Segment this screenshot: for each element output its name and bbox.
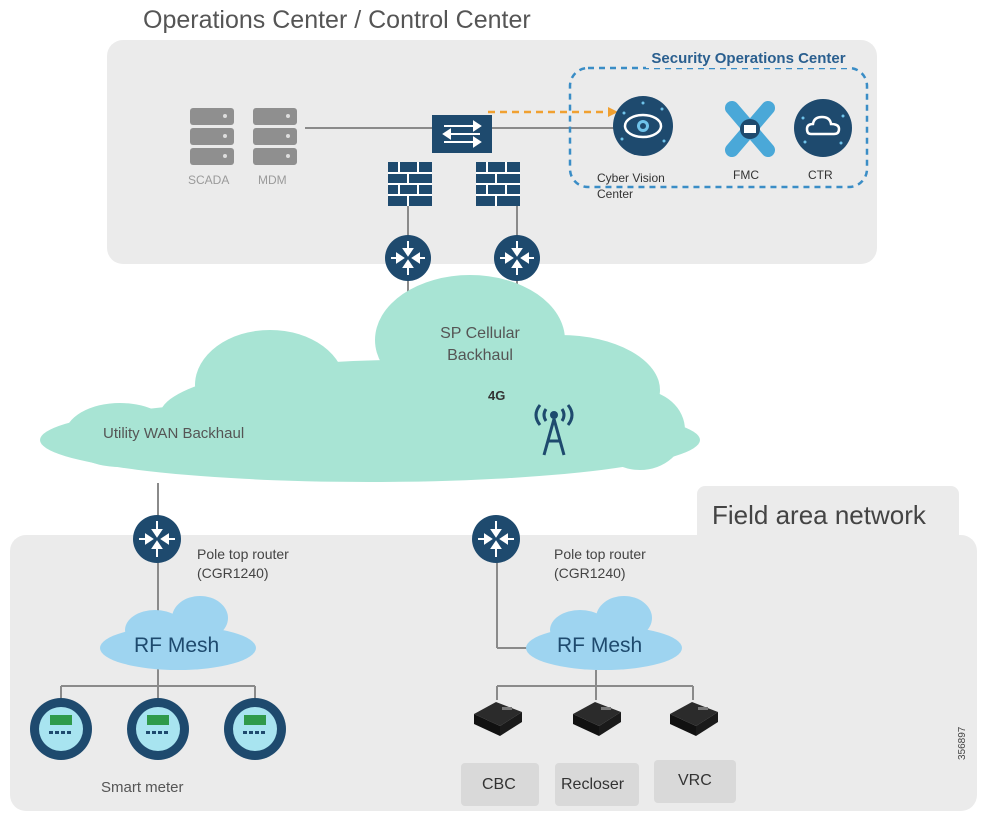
firewall-left-icon bbox=[388, 162, 432, 206]
cloud-icon bbox=[793, 98, 853, 158]
4g-badge: 4G bbox=[488, 388, 506, 403]
vrc-label: VRC bbox=[678, 772, 712, 789]
cbc-device-icon bbox=[468, 700, 526, 738]
wan-cloud bbox=[40, 275, 700, 482]
soc-title-text: Security Operations Center bbox=[651, 50, 846, 67]
vrc-label-box bbox=[654, 760, 736, 803]
fmc-icon bbox=[724, 100, 776, 158]
recloser-label-box bbox=[555, 763, 639, 806]
cellular-backhaul-label: SP Cellular Backhaul bbox=[430, 323, 530, 367]
smart-meter-1-icon bbox=[26, 697, 96, 761]
smart-meter-3-icon bbox=[220, 697, 290, 761]
mdm-label: MDM bbox=[258, 173, 287, 187]
pole-router-right-label: Pole top router (CGR1240) bbox=[554, 545, 694, 583]
utility-wan-label: Utility WAN Backhaul bbox=[103, 425, 245, 442]
router-ops-right-icon bbox=[494, 235, 540, 281]
router-ops-left-icon bbox=[385, 235, 431, 281]
pole-router-right-text: Pole top router (CGR1240) bbox=[554, 546, 646, 581]
scada-label: SCADA bbox=[188, 173, 230, 187]
ops-center-title: Operations Center / Control Center bbox=[143, 6, 531, 34]
firewall-right-icon bbox=[476, 162, 520, 206]
vrc-device-icon bbox=[664, 700, 722, 738]
pole-router-right-icon bbox=[472, 515, 520, 563]
pole-router-left-label: Pole top router (CGR1240) bbox=[197, 545, 337, 583]
field-area-title: Field area network bbox=[712, 500, 926, 530]
fmc-label: FMC bbox=[733, 168, 759, 182]
cbc-label-box bbox=[461, 763, 539, 806]
rf-mesh-cloud-left bbox=[100, 596, 256, 670]
soc-title: Security Operations Center bbox=[646, 50, 851, 68]
cyber-vision-label: Cyber Vision Center bbox=[597, 170, 673, 202]
pole-router-left-icon bbox=[133, 515, 181, 563]
cyber-vision-label-text: Cyber Vision Center bbox=[597, 171, 665, 201]
rf-mesh-cloud-right bbox=[526, 596, 682, 670]
ctr-label: CTR bbox=[808, 168, 833, 182]
smart-meter-2-icon bbox=[123, 697, 193, 761]
scada-server-icon bbox=[190, 108, 234, 166]
soc-dashed-box bbox=[568, 66, 869, 189]
recloser-label: Recloser bbox=[561, 776, 625, 793]
eye-icon bbox=[612, 95, 674, 157]
pole-router-left-text: Pole top router (CGR1240) bbox=[197, 546, 289, 581]
smart-meter-label: Smart meter bbox=[101, 779, 184, 796]
ops-center-panel bbox=[107, 40, 877, 264]
rf-mesh-right-label: RF Mesh bbox=[557, 634, 643, 657]
cbc-label: CBC bbox=[482, 776, 516, 793]
rf-mesh-left-label: RF Mesh bbox=[134, 634, 220, 657]
figure-id: 356897 bbox=[957, 726, 968, 760]
recloser-device-icon bbox=[567, 700, 625, 738]
switch-icon bbox=[432, 115, 492, 153]
mdm-server-icon bbox=[253, 108, 297, 166]
cellular-backhaul-text: SP Cellular Backhaul bbox=[440, 325, 520, 364]
cell-tower-icon bbox=[528, 395, 580, 457]
